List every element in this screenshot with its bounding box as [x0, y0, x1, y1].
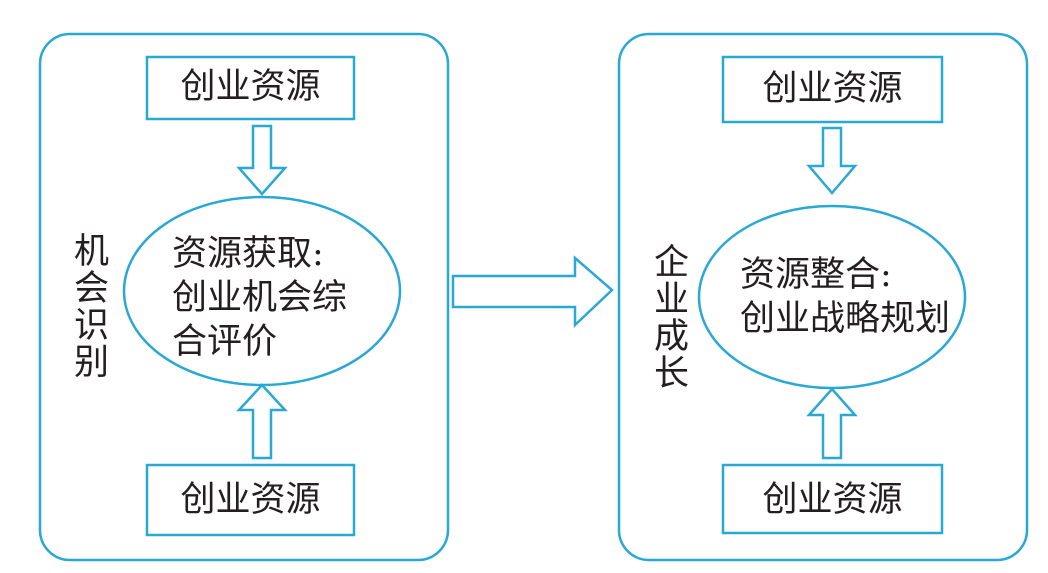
center-right-arrow-icon [451, 255, 614, 328]
left-up-arrow-icon [236, 383, 288, 460]
right-ellipse-text: 资源整合: 创业战略规划 [740, 253, 960, 341]
left-down-arrow-icon [236, 124, 288, 196]
right-top-resource-box [721, 55, 944, 124]
right-bottom-box-label: 创业资源 [762, 480, 903, 520]
left-top-box-label: 创业资源 [180, 67, 321, 107]
left-bottom-box-label: 创业资源 [180, 480, 321, 520]
right-side-label: 企业成长 [648, 243, 688, 391]
right-down-arrow-icon [806, 126, 858, 195]
right-ellipse-line-2: 创业战略规划 [740, 299, 951, 339]
left-ellipse-line-3: 合评价 [172, 322, 278, 362]
right-panel-frame [617, 32, 1029, 562]
left-ellipse-text: 资源获取: 创业机会综 合评价 [172, 232, 362, 364]
left-top-resource-box [145, 55, 356, 121]
left-bottom-resource-box [145, 463, 356, 537]
left-side-label: 机会识别 [68, 232, 108, 380]
left-ellipse-line-2: 创业机会综 [172, 278, 348, 318]
right-up-arrow-icon [806, 387, 858, 460]
right-top-box-label: 创业资源 [762, 69, 903, 109]
right-bottom-resource-box [721, 463, 944, 535]
right-ellipse-line-1: 资源整合: [740, 255, 892, 295]
left-panel-frame [38, 32, 450, 562]
left-ellipse-line-1: 资源获取: [172, 234, 324, 274]
